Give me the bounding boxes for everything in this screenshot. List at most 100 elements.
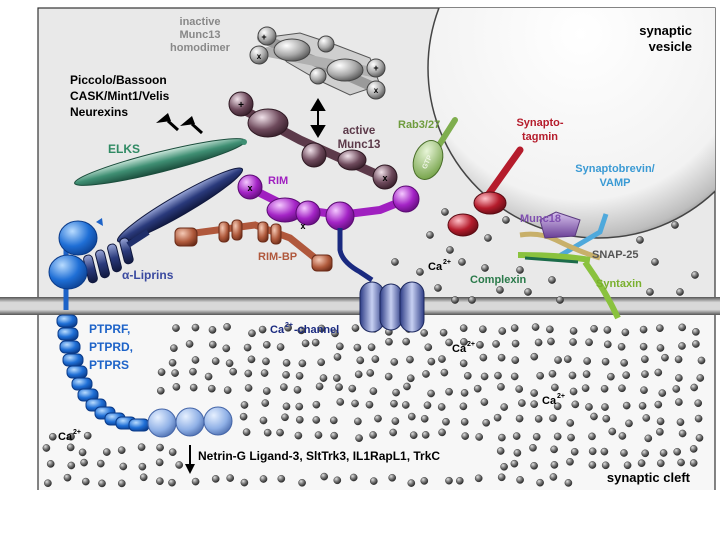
cleft-particle bbox=[331, 329, 339, 338]
svg-text:x: x bbox=[300, 221, 305, 231]
terminal-particle bbox=[636, 236, 644, 244]
cleft-particle bbox=[625, 419, 633, 428]
syntaxin-label: Syntaxin bbox=[596, 278, 642, 290]
ptpr-ig-domain bbox=[175, 407, 205, 437]
cleft-particle bbox=[156, 477, 164, 486]
cleft-particle bbox=[317, 324, 326, 333]
cleft-particle bbox=[459, 402, 468, 411]
cleft-particle bbox=[335, 383, 343, 392]
cleft-particle bbox=[117, 446, 126, 455]
cleft-particle bbox=[406, 374, 415, 383]
cleft-particle bbox=[312, 416, 321, 424]
cleft-particle bbox=[571, 400, 580, 409]
cleft-particle bbox=[66, 443, 75, 452]
cleft-particle bbox=[137, 443, 146, 452]
cleft-particle bbox=[295, 415, 304, 424]
inactive-munc13-label-3: homodimer bbox=[170, 42, 231, 54]
synaptic-cleft-area bbox=[38, 315, 715, 490]
cleft-particle bbox=[585, 403, 593, 411]
cleft-particle bbox=[420, 477, 429, 485]
cleft-particle bbox=[692, 328, 700, 336]
cleft-particle bbox=[222, 344, 231, 353]
cleft-particle bbox=[641, 370, 649, 379]
cleft-particle bbox=[644, 434, 653, 443]
cleft-particle bbox=[659, 449, 668, 457]
rim: x x bbox=[237, 174, 420, 283]
ptpr-fn3-domain bbox=[62, 353, 84, 367]
cleft-particle bbox=[406, 355, 414, 364]
cleft-particle bbox=[175, 461, 183, 469]
terminal-particle bbox=[434, 284, 442, 292]
svg-text:+: + bbox=[373, 63, 378, 73]
cleft-particle bbox=[516, 476, 524, 484]
synaptobrevin-label-2: VAMP bbox=[600, 177, 631, 189]
cleft-particle bbox=[445, 476, 453, 485]
cleft-particle bbox=[564, 355, 572, 364]
terminal-particle bbox=[446, 246, 454, 254]
cleft-particle bbox=[297, 326, 306, 335]
cleft-particle bbox=[581, 384, 590, 393]
cleft-particle bbox=[622, 401, 631, 410]
cleft-particle bbox=[530, 461, 538, 470]
cleft-particle bbox=[83, 431, 92, 440]
cleft-particle bbox=[156, 443, 164, 452]
cleft-particle bbox=[512, 432, 521, 440]
cleft-particle bbox=[301, 339, 310, 348]
cleft-particle bbox=[600, 447, 609, 456]
cleft-particle bbox=[402, 337, 411, 346]
cleft-particle bbox=[420, 414, 429, 423]
cleft-particle bbox=[656, 417, 665, 426]
cleft-particle bbox=[532, 432, 541, 441]
cleft-particle bbox=[262, 340, 271, 349]
cleft-particle bbox=[155, 458, 164, 467]
svg-text:x: x bbox=[257, 52, 262, 61]
cleft-particle bbox=[583, 357, 592, 365]
cleft-particle bbox=[442, 417, 450, 426]
cleft-particle bbox=[355, 434, 363, 443]
cleft-particle bbox=[640, 386, 648, 395]
cleft-particle bbox=[46, 460, 55, 468]
cleft-particle bbox=[277, 474, 286, 483]
synaptotagmin-label-2: tagmin bbox=[522, 131, 558, 143]
cleft-particle bbox=[641, 449, 650, 458]
label-ca-cleft-3: Ca 2+ bbox=[58, 429, 81, 443]
cleft-particle bbox=[374, 414, 382, 423]
cleft-particle bbox=[550, 445, 558, 454]
cleft-particle bbox=[531, 323, 540, 331]
ptpr-ig-domain bbox=[147, 408, 177, 438]
cleft-particle bbox=[172, 383, 181, 391]
cleft-particle bbox=[673, 447, 682, 456]
synaptotagmin-label-1: Synapto- bbox=[516, 117, 563, 129]
cleft-particle bbox=[585, 338, 593, 347]
cleft-particle bbox=[276, 428, 284, 437]
cleft-particle bbox=[534, 415, 543, 423]
cleft-particle bbox=[329, 416, 338, 425]
svg-text:x: x bbox=[382, 173, 387, 183]
cleft-particle bbox=[365, 400, 374, 409]
ligand-arrow bbox=[185, 445, 195, 474]
cleft-particle bbox=[438, 355, 446, 363]
cleft-particle bbox=[603, 326, 612, 334]
cleft-particle bbox=[678, 429, 687, 438]
cleft-particle bbox=[461, 432, 470, 440]
label-active-munc13: active Munc13 bbox=[338, 125, 381, 151]
cleft-particle bbox=[566, 457, 574, 466]
cleft-particle bbox=[672, 385, 681, 393]
cleft-particle bbox=[479, 325, 487, 334]
ptprf-label: PTPRF, bbox=[89, 322, 130, 336]
ptpr-fn3-domain bbox=[128, 418, 150, 432]
cleft-particle bbox=[536, 371, 545, 380]
cleft-particle bbox=[226, 474, 234, 482]
cleft-particle bbox=[354, 417, 362, 426]
cleft-particle bbox=[518, 399, 526, 407]
cleft-particle bbox=[623, 461, 632, 470]
cleft-particle bbox=[530, 352, 539, 361]
cleft-particle bbox=[437, 403, 446, 411]
cleft-particle bbox=[315, 382, 324, 391]
cleft-particle bbox=[440, 368, 449, 377]
cleft-particle bbox=[445, 387, 453, 396]
cleft-particle bbox=[602, 414, 611, 423]
alpha-liprins bbox=[83, 167, 244, 284]
rim-label: RIM bbox=[268, 175, 288, 187]
cleft-particle bbox=[534, 338, 543, 347]
